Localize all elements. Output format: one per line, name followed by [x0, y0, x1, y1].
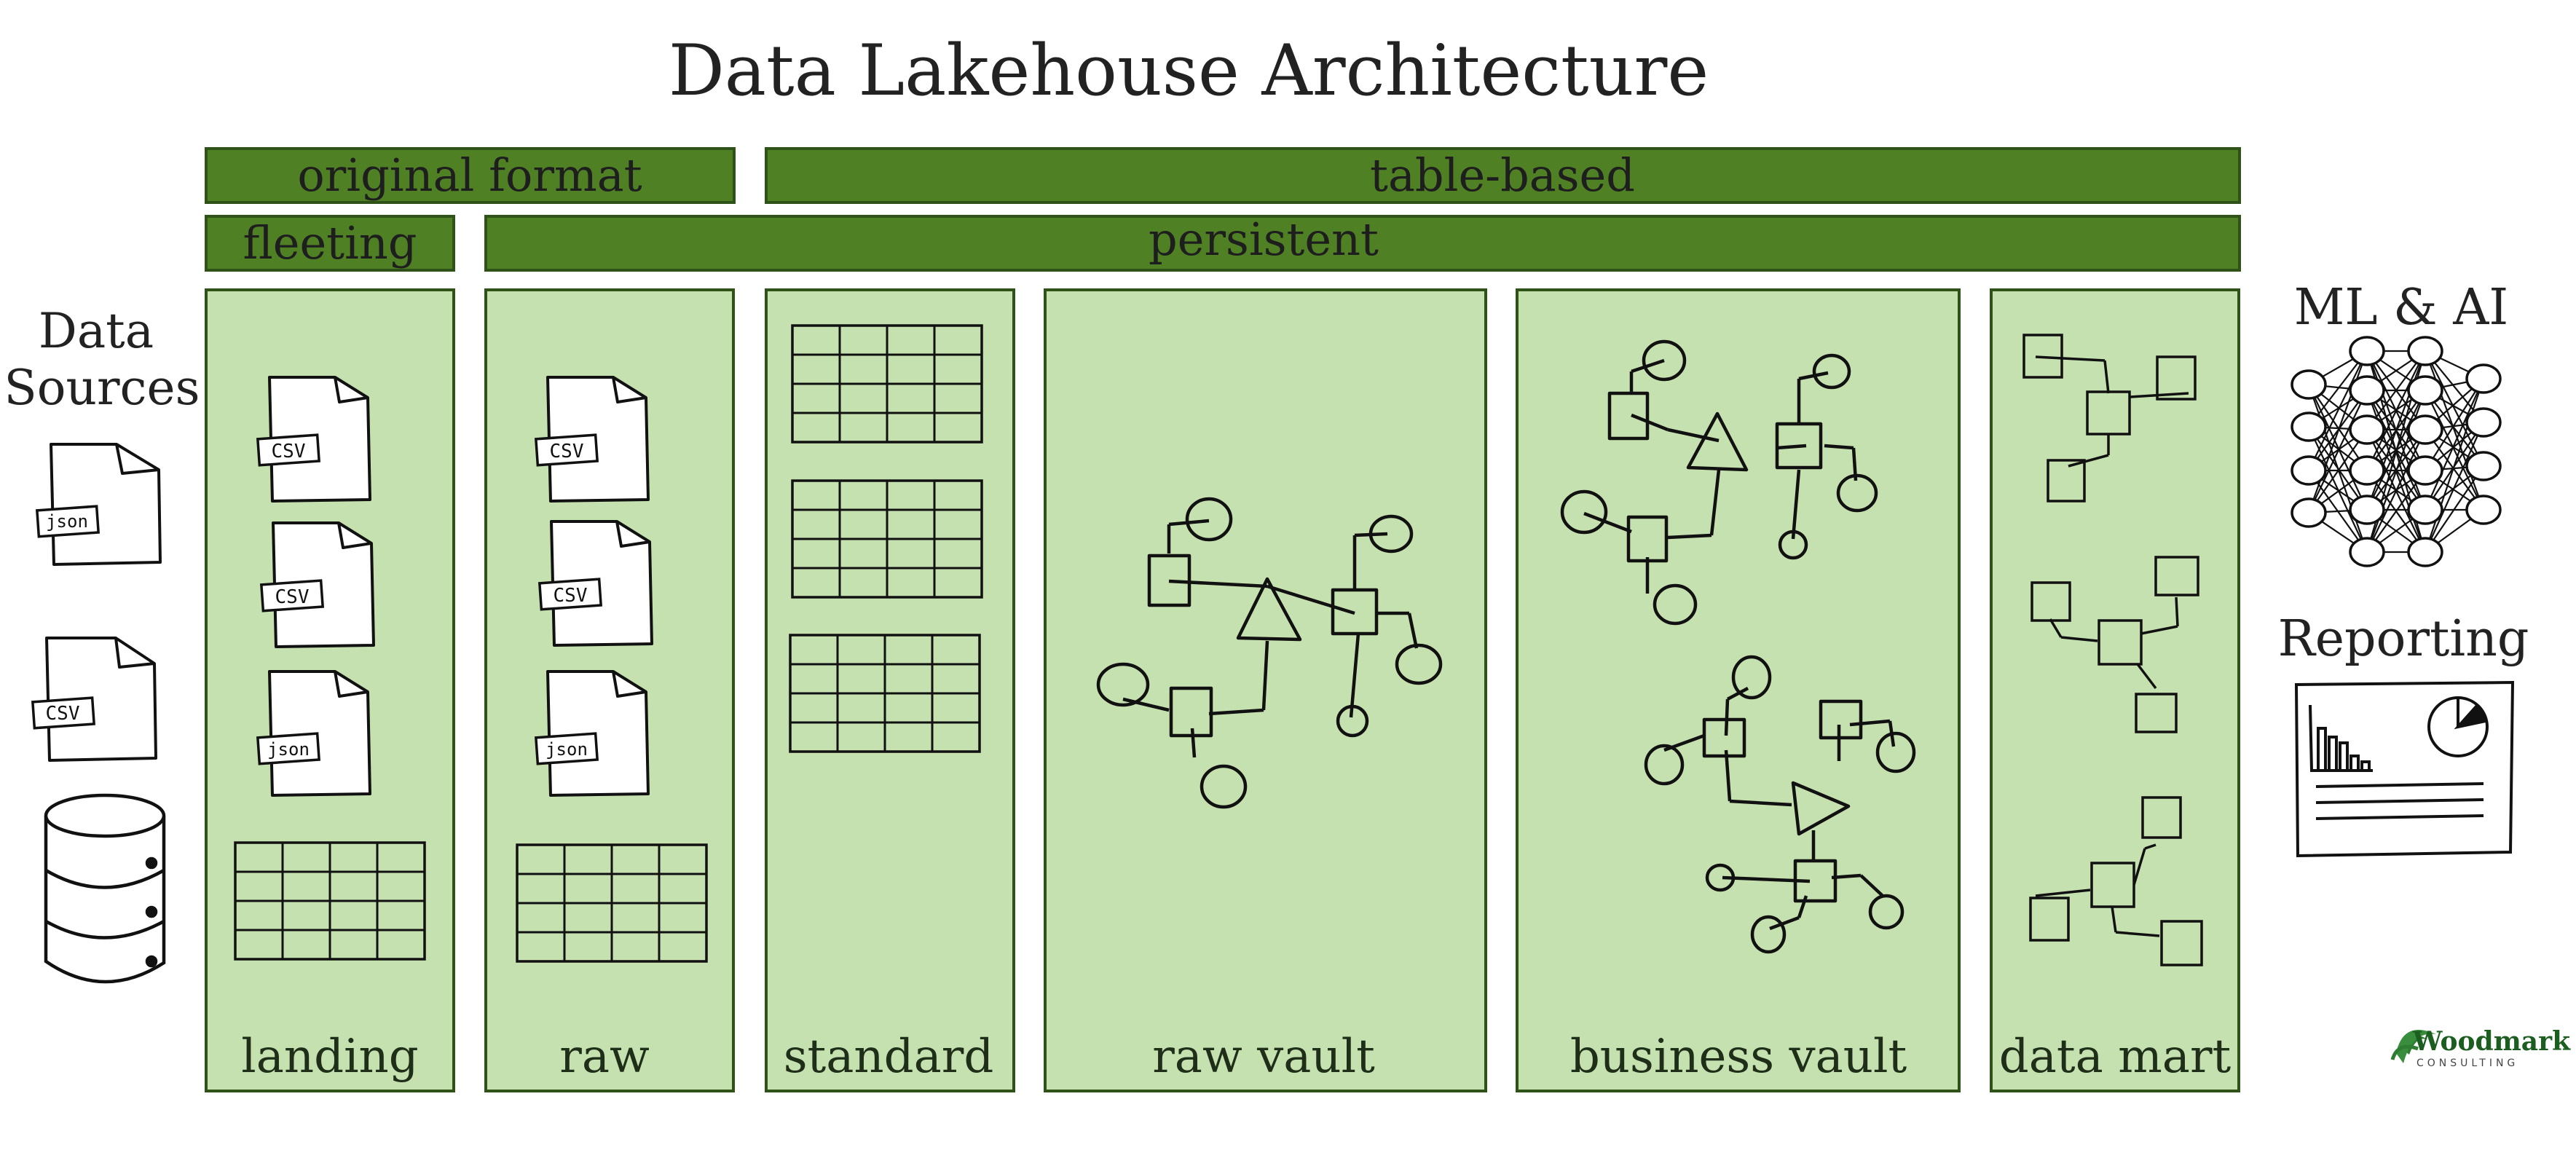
nn-node — [2349, 336, 2385, 366]
zone-label: landing — [241, 1030, 418, 1084]
nn-edge — [2425, 350, 2484, 467]
csv-file-icon: CSV — [259, 521, 375, 648]
ml-ai-label: ML & AI — [2294, 279, 2509, 336]
svg-text:json: json — [545, 739, 588, 760]
zone-label: standard — [784, 1030, 994, 1084]
svg-text:CSV: CSV — [554, 585, 588, 607]
svg-text:Woodmark: Woodmark — [2412, 1026, 2571, 1057]
nn-node — [2349, 455, 2385, 486]
zone-label: raw vault — [1152, 1030, 1375, 1084]
nn-edge — [2425, 465, 2484, 553]
nn-edge — [2425, 378, 2484, 471]
svg-text:CSV: CSV — [275, 586, 310, 608]
nn-edge — [2425, 390, 2484, 511]
database-icon — [44, 793, 166, 984]
nn-node — [2349, 375, 2385, 406]
nn-edge — [2308, 429, 2368, 513]
svg-text:CSV: CSV — [46, 703, 80, 725]
nn-edge — [2424, 378, 2485, 511]
svg-text:CONSULTING: CONSULTING — [2417, 1057, 2518, 1069]
zone-label: data mart — [1999, 1030, 2232, 1084]
nn-edge — [2424, 350, 2485, 511]
nn-edge — [2366, 350, 2426, 471]
nn-node — [2407, 336, 2443, 366]
star-schema-icon — [2031, 556, 2199, 733]
nn-edge — [2366, 350, 2426, 430]
nn-node — [2465, 407, 2502, 438]
woodmark-logo: Woodmark CONSULTING — [2390, 1026, 2571, 1069]
band-fleeting: fleeting — [205, 215, 455, 272]
nn-node — [2407, 455, 2443, 486]
nn-node — [2349, 537, 2385, 567]
nn-edge — [2366, 470, 2426, 553]
svg-text:persistent: persistent — [1149, 213, 1379, 266]
nn-node — [2465, 451, 2502, 481]
data-sources-label: Data Sources — [4, 303, 200, 416]
svg-text:fleeting: fleeting — [243, 216, 417, 269]
nn-edge — [2308, 384, 2368, 511]
nn-node — [2407, 414, 2443, 445]
svg-text:original format: original format — [297, 149, 642, 202]
nn-node — [2349, 414, 2385, 445]
zone-data-mart: data mart — [1990, 288, 2240, 1092]
csv-file-icon: CSV — [256, 376, 371, 503]
json-file-icon: json — [534, 670, 650, 797]
csv-file-icon: CSV — [31, 637, 157, 762]
data-vault-model-icon — [1644, 655, 1916, 954]
nn-edge — [2308, 390, 2368, 513]
reporting-label: Reporting — [2278, 610, 2529, 668]
nn-node — [2407, 537, 2443, 567]
svg-text:json: json — [46, 511, 88, 532]
nn-node — [2291, 455, 2327, 486]
band-persistent: persistent — [484, 213, 2241, 272]
zone-standard: standard — [765, 288, 1015, 1092]
svg-text:CSV: CSV — [550, 441, 584, 462]
zone-label: raw — [559, 1030, 650, 1084]
nn-edge — [2308, 426, 2368, 511]
diagram-title: Data Lakehouse Architecture — [669, 30, 1709, 111]
nn-edge — [2308, 350, 2368, 471]
nn-edge — [2366, 429, 2426, 553]
json-file-icon: json — [35, 443, 162, 566]
svg-text:CSV: CSV — [272, 441, 306, 462]
data-vault-model-icon — [1096, 497, 1443, 809]
nn-node — [2407, 495, 2443, 525]
band-original-format: original format — [205, 147, 736, 204]
data-vault-model-icon — [1560, 339, 1878, 626]
band-table-based: table-based — [765, 147, 2241, 204]
nn-edge — [2366, 350, 2427, 511]
nn-edge — [2425, 429, 2484, 511]
nn-node — [2291, 497, 2327, 528]
nn-node — [2465, 363, 2502, 394]
nn-node — [2349, 495, 2385, 525]
report-icon — [2294, 680, 2515, 858]
nn-edge — [2424, 422, 2485, 553]
star-schema-icon — [2022, 334, 2197, 503]
svg-text:Data: Data — [39, 303, 154, 359]
nn-node — [2291, 369, 2327, 400]
nn-edge — [2424, 378, 2485, 553]
nn-node — [2407, 375, 2443, 406]
nn-node — [2465, 495, 2502, 525]
json-file-icon: json — [256, 670, 371, 797]
csv-file-icon: CSV — [537, 520, 653, 647]
nn-node — [2291, 411, 2327, 442]
svg-text:json: json — [267, 739, 310, 760]
svg-text:table-based: table-based — [1370, 149, 1635, 202]
star-schema-icon — [2029, 796, 2203, 966]
zone-label: business vault — [1570, 1030, 1907, 1084]
neural-network-icon — [2291, 336, 2502, 567]
svg-text:Sources: Sources — [4, 360, 200, 416]
csv-file-icon: CSV — [534, 376, 650, 503]
